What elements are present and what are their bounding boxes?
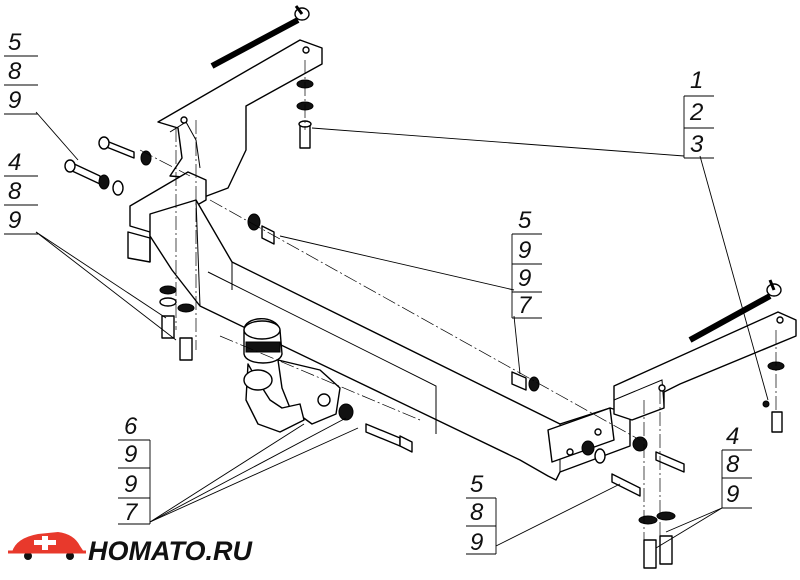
callout-number: 9 — [470, 529, 483, 556]
callout-number: 5 — [518, 207, 532, 234]
callout-number: 8 — [470, 499, 484, 526]
callout-number: 9 — [124, 471, 137, 498]
callout-number: 9 — [8, 87, 21, 114]
callout-number: 7 — [518, 292, 533, 319]
long-bolt-left — [210, 5, 310, 69]
long-bolt-right — [688, 279, 782, 343]
callout-number: 9 — [726, 481, 739, 508]
callout-number: 5 — [8, 29, 22, 56]
callout-number: 8 — [8, 178, 22, 205]
tow-ball-assembly — [243, 359, 341, 433]
callout-number: 3 — [690, 131, 704, 158]
callout-number: 4 — [726, 423, 739, 450]
callout-number: 9 — [8, 207, 21, 234]
callout-number: 9 — [518, 265, 531, 292]
callout-number: 5 — [470, 471, 484, 498]
car-silhouette-icon — [8, 532, 86, 560]
bolts-group-top — [296, 79, 314, 149]
callout-bottom-right: 4 8 9 — [721, 423, 752, 509]
callout-number: 1 — [690, 67, 703, 94]
callout-mid-left: 4 8 9 — [4, 149, 38, 235]
callout-number: 9 — [518, 237, 531, 264]
callout-number: 6 — [124, 413, 138, 440]
bolts-group-bottom-right — [581, 361, 785, 569]
left-mounting-bracket — [127, 39, 323, 263]
callout-number: 7 — [124, 499, 139, 526]
right-mounting-bracket — [613, 311, 797, 421]
callout-center: 5 9 9 7 — [511, 207, 542, 319]
assembly-axis-lines — [139, 60, 777, 540]
callout-number: 8 — [8, 58, 22, 85]
bolts-group-bottom-left — [159, 285, 195, 361]
callout-number: 2 — [689, 99, 703, 126]
callout-number: 4 — [8, 149, 21, 176]
callout-number: 9 — [124, 441, 137, 468]
callout-top-left: 5 8 9 — [4, 29, 38, 115]
logo-text: HOMATO.RU — [88, 536, 253, 566]
callout-bottom-left: 6 9 9 7 — [118, 413, 151, 526]
bolts-group-left — [64, 136, 152, 196]
callout-bottom-mid: 5 8 9 — [466, 471, 497, 556]
logo: HOMATO.RU — [8, 532, 253, 566]
main-cross-beam — [149, 199, 631, 481]
callout-number: 8 — [726, 451, 740, 478]
tow-ball-cover — [243, 318, 283, 364]
callout-top-right: 1 2 3 — [683, 67, 714, 159]
leader-lines — [35, 111, 769, 549]
hitch-pin-bolt — [338, 403, 413, 453]
